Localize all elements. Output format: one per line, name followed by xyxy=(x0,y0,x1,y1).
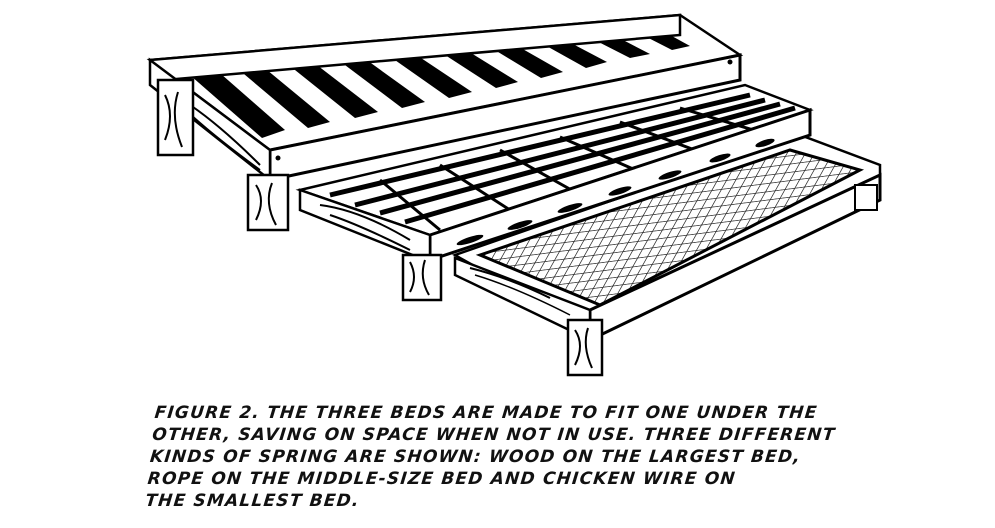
caption-line: THE SMALLEST BED. xyxy=(144,491,361,511)
figure-caption: FIGURE 2. THE THREE BEDS ARE MADE TO FIT… xyxy=(144,402,896,512)
smallest-bed-leg xyxy=(566,318,604,377)
bed-illustration xyxy=(146,13,882,377)
middle-bed xyxy=(295,83,814,302)
caption-line: ROPE ON THE MIDDLE-SIZE BED AND CHICKEN … xyxy=(146,469,737,489)
largest-bed xyxy=(146,13,744,232)
caption-line: FIGURE 2. THE THREE BEDS ARE MADE TO FIT… xyxy=(153,403,819,423)
caption-line: OTHER, SAVING ON SPACE WHEN NOT IN USE. … xyxy=(151,425,837,445)
smallest-bed xyxy=(452,133,882,377)
caption-line: KINDS OF SPRING ARE SHOWN: WOOD ON THE L… xyxy=(148,447,803,467)
